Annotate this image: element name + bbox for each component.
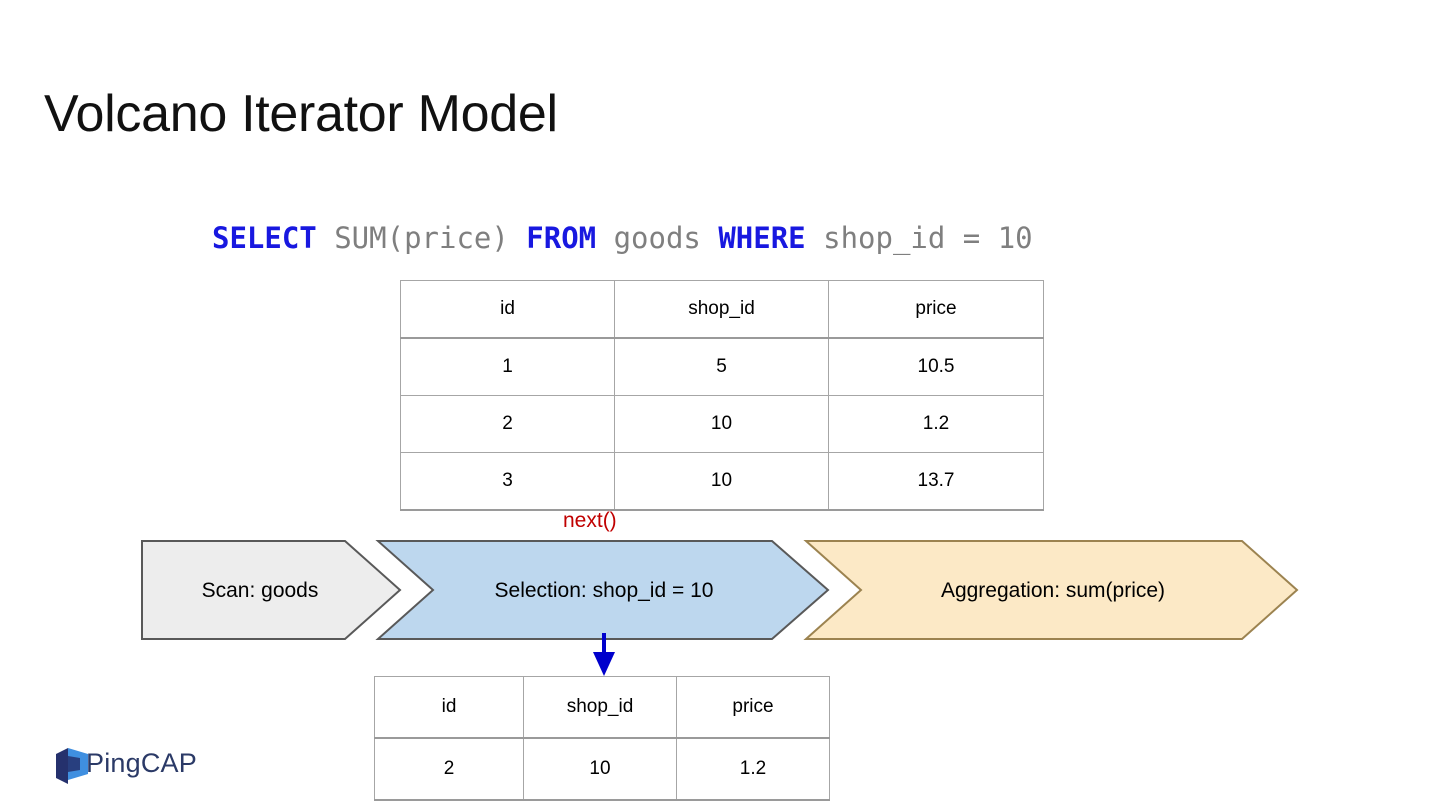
sql-plain-sum: SUM(price)	[316, 221, 527, 255]
cell-shop-id: 10	[614, 395, 829, 453]
cell-price: 1.2	[828, 395, 1044, 453]
cell-price: 1.2	[676, 737, 830, 801]
page-title: Volcano Iterator Model	[44, 85, 558, 143]
cell-price: 10.5	[828, 337, 1044, 396]
source-table: id shop_id price 1 5 10.5 2 10 1.2 3 10 …	[400, 280, 1044, 511]
sql-keyword-where: WHERE	[718, 221, 806, 255]
pipeline-stage-scan-label: Scan: goods	[201, 579, 319, 602]
column-header-price: price	[676, 676, 830, 739]
sql-plain-predicate: shop_id = 10	[805, 221, 1033, 255]
next-call-label: next()	[563, 509, 617, 532]
pingcap-wordmark: PingCAP	[86, 748, 197, 778]
cell-id: 1	[400, 337, 615, 396]
table-row: 2 10 1.2	[400, 395, 1044, 453]
table-row: 2 10 1.2	[374, 737, 830, 801]
pipeline-stage-selection-label: Selection: shop_id = 10	[494, 579, 714, 602]
column-header-id: id	[374, 676, 524, 739]
cell-shop-id: 5	[614, 337, 829, 396]
column-header-price: price	[828, 280, 1044, 339]
cell-shop-id: 10	[523, 737, 677, 801]
cell-price: 13.7	[828, 452, 1044, 511]
table-row: 3 10 13.7	[400, 452, 1044, 511]
table-header-row: id shop_id price	[374, 676, 830, 739]
table-header-row: id shop_id price	[400, 280, 1044, 339]
column-header-shop-id: shop_id	[523, 676, 677, 739]
table-row: 1 5 10.5	[400, 337, 1044, 396]
sql-keyword-select: SELECT	[212, 221, 317, 255]
column-header-id: id	[400, 280, 615, 339]
pingcap-logo-icon	[56, 748, 88, 784]
pipeline-stage-aggregation-label: Aggregation: sum(price)	[940, 579, 1166, 602]
cell-id: 2	[374, 737, 524, 801]
selection-output-arrow	[593, 633, 615, 676]
sql-plain-goods: goods	[596, 221, 719, 255]
cell-id: 2	[400, 395, 615, 453]
sql-query: SELECT SUM(price) FROM goods WHERE shop_…	[212, 218, 1033, 258]
sql-keyword-from: FROM	[526, 221, 597, 255]
cell-shop-id: 10	[614, 452, 829, 511]
cell-id: 3	[400, 452, 615, 511]
result-table: id shop_id price 2 10 1.2	[374, 676, 830, 801]
column-header-shop-id: shop_id	[614, 280, 829, 339]
